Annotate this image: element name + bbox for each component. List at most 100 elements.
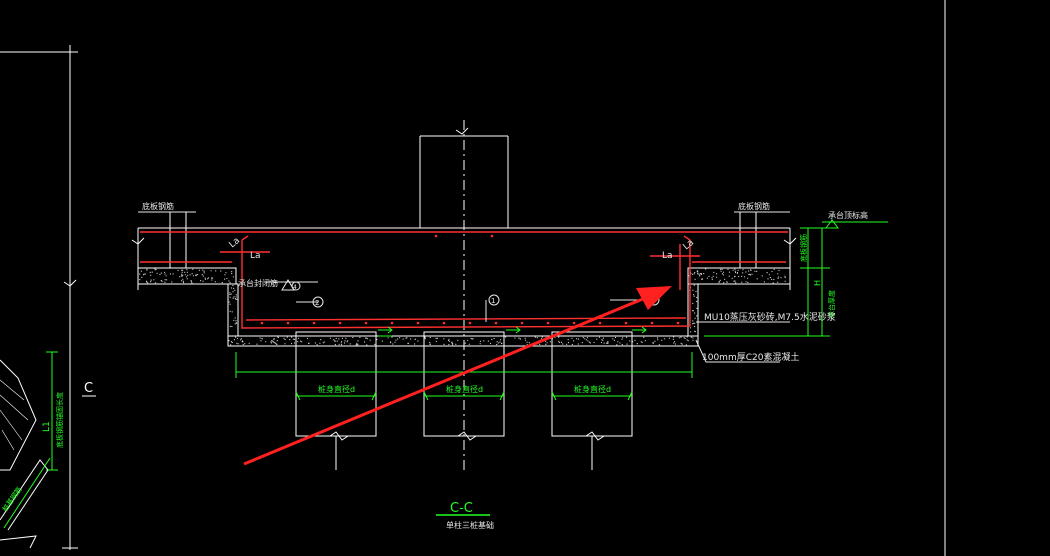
pile-dia-right: 桩身直径d (574, 384, 611, 394)
stipple-dot (742, 269, 744, 271)
stipple-dot (607, 342, 609, 344)
stipple-dot (181, 273, 183, 275)
stipple-dot (766, 272, 768, 274)
stipple-dot (391, 336, 393, 338)
stipple-dot (220, 270, 222, 272)
stipple-dot (186, 278, 188, 280)
stipple-dot (526, 344, 528, 346)
stipple-dot (694, 325, 696, 328)
stipple-dot (705, 268, 707, 270)
stipple-dot (334, 339, 336, 341)
stipple-dot (540, 338, 543, 340)
stipple-dot (334, 340, 336, 343)
stipple-dot (359, 336, 361, 338)
stipple-dot (711, 278, 713, 280)
stipple-dot (596, 338, 598, 340)
stipple-dot (692, 302, 694, 305)
stipple-dot (365, 337, 367, 339)
stipple-dot (338, 343, 340, 345)
stipple-dot (229, 325, 231, 327)
stipple-dot (467, 339, 469, 341)
stipple-dot (320, 339, 322, 341)
stipple-dot (734, 280, 736, 282)
stipple-dot (230, 344, 232, 346)
rebar-dot (468, 321, 472, 325)
stipple-dot (528, 342, 531, 344)
stipple-dot (690, 331, 692, 333)
stipple-dot (545, 343, 547, 345)
rebar-dot (390, 321, 394, 325)
stipple-dot (449, 340, 451, 342)
stipple-dot (703, 273, 705, 275)
stipple-dot (780, 277, 782, 279)
stipple-dot (607, 340, 609, 343)
stipple-dot (622, 337, 624, 339)
stipple-dot (720, 270, 722, 272)
stipple-dot (335, 337, 337, 339)
stipple-dot (211, 279, 213, 281)
rebar-dot (650, 321, 654, 325)
stipple-dot (259, 337, 261, 339)
stipple-dot (338, 338, 340, 340)
stipple-dot (558, 341, 561, 344)
stipple-dot (181, 271, 183, 273)
stipple-dot (558, 336, 560, 338)
stipple-dot (693, 284, 695, 286)
stipple-dot (741, 275, 743, 277)
stipple-dot (534, 336, 536, 338)
stipple-dot (224, 274, 226, 276)
stipple-dot (344, 342, 346, 344)
stipple-dot (289, 339, 291, 341)
stipple-dot (283, 337, 285, 339)
stipple-dot (165, 275, 167, 277)
stipple-dot (658, 344, 661, 346)
stipple-dot (711, 277, 713, 279)
stipple-dot (226, 277, 228, 280)
stipple-dot (240, 339, 242, 341)
stipple-dot (234, 323, 236, 325)
annotation-arrow[interactable] (243, 286, 672, 466)
label-lap-left-2: La (250, 251, 261, 261)
stipple-dot (455, 343, 457, 345)
stipple-dot (207, 277, 210, 279)
pile-center (423, 331, 505, 437)
dim-small: 底板钢筋 (799, 234, 808, 262)
stipple-dot (276, 340, 278, 342)
stipple-dot (424, 336, 426, 338)
stipple-dot (603, 342, 605, 344)
stipple-dot (606, 342, 608, 344)
stipple-dot (524, 337, 526, 339)
stipple-dot (452, 344, 454, 346)
stipple-dot (274, 342, 276, 344)
stipple-dot (204, 278, 207, 280)
stipple-dot (694, 278, 696, 280)
stipple-dot (231, 311, 233, 313)
stipple-dot (235, 296, 237, 298)
stipple-dot (230, 293, 232, 295)
stipple-dot (657, 339, 659, 341)
stipple-dot (673, 342, 675, 344)
stipple-dot (716, 276, 718, 278)
stipple-dot (692, 323, 694, 325)
stipple-dot (742, 272, 744, 274)
stipple-dot (692, 339, 694, 341)
stipple-dot (212, 277, 214, 279)
stipple-dot (229, 310, 231, 312)
stipple-dot (273, 341, 275, 343)
label-bottom-rebar-left: 底板钢筋 (142, 201, 174, 211)
stipple-dot (276, 343, 278, 345)
stipple-dot (448, 343, 450, 346)
stipple-dot (184, 274, 186, 276)
rebar-dot (434, 234, 438, 238)
stipple-dot (230, 287, 233, 289)
rebar-dot (624, 321, 628, 325)
stipple-dot (593, 341, 595, 344)
stipple-dot (571, 343, 574, 346)
label-lap-right: La (662, 251, 673, 261)
stipple-dot (306, 337, 309, 340)
stipple-dot (166, 279, 168, 281)
stipple-dot (235, 336, 237, 338)
stipple-dot (201, 273, 203, 276)
stipple-dot (177, 269, 179, 272)
stipple-dot (496, 343, 498, 346)
